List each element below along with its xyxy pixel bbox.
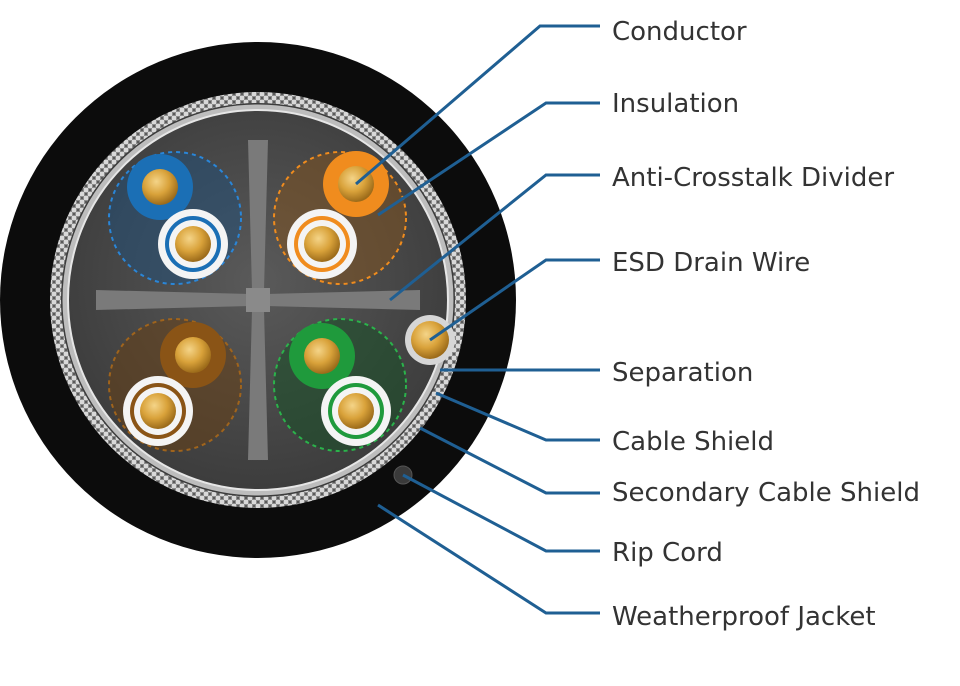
label-secondary-cable-shield: Secondary Cable Shield bbox=[612, 478, 920, 508]
leader-esd-drain-wire bbox=[429, 258, 600, 342]
label-separation: Separation bbox=[612, 358, 753, 388]
wire-green bbox=[289, 323, 355, 389]
anti-crosstalk-divider bbox=[96, 140, 420, 460]
wire-orange-white bbox=[287, 209, 357, 279]
label-rip-cord: Rip Cord bbox=[612, 538, 723, 568]
wire-brown bbox=[160, 322, 226, 388]
leader-weatherproof-jacket bbox=[377, 503, 600, 615]
label-conductor: Conductor bbox=[612, 17, 747, 47]
label-cable-shield: Cable Shield bbox=[612, 427, 774, 457]
leader-cable-shield bbox=[435, 391, 600, 442]
wire-blue-white bbox=[158, 209, 228, 279]
label-weatherproof-jacket: Weatherproof Jacket bbox=[612, 602, 876, 632]
leader-rip-cord bbox=[402, 473, 600, 553]
leader-insulation bbox=[377, 101, 600, 217]
leader-lines bbox=[355, 24, 600, 615]
label-esd-drain-wire: ESD Drain Wire bbox=[612, 248, 810, 278]
wire-brown-white bbox=[123, 376, 193, 446]
leader-conductor bbox=[355, 24, 600, 186]
label-insulation: Insulation bbox=[612, 89, 739, 119]
wire-green-white bbox=[321, 376, 391, 446]
cable-shield bbox=[62, 104, 454, 496]
leader-anti-crosstalk-divider bbox=[389, 173, 600, 302]
wire-blue bbox=[127, 154, 193, 220]
labels: Conductor Insulation Anti-Crosstalk Divi… bbox=[612, 17, 920, 632]
leader-secondary-cable-shield bbox=[419, 426, 600, 495]
separation-ring bbox=[67, 109, 449, 491]
label-anti-crosstalk-divider: Anti-Crosstalk Divider bbox=[612, 163, 894, 193]
